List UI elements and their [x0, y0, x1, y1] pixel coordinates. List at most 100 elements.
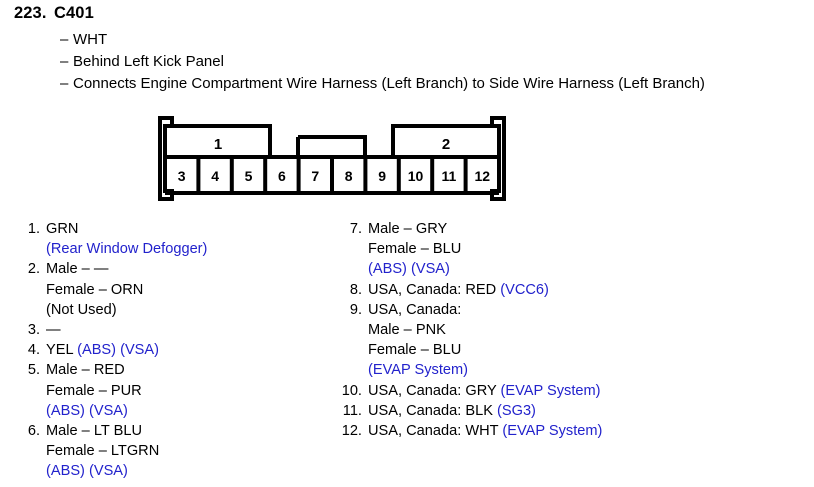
- pin-list-item: 12. USA, Canada: WHT (EVAP System): [336, 421, 796, 441]
- connector-heading: 223. C401: [14, 4, 94, 23]
- pin-list-item: 7. Male – GRY Female – BLU (ABS) (VSA): [336, 219, 796, 280]
- connector-pin-4: 4: [211, 168, 219, 184]
- pin-list-item: 3. —: [18, 320, 318, 340]
- circuit-annotation: (Rear Window Defogger): [46, 241, 208, 258]
- wire-color-text: USA, Canada:: [368, 301, 462, 318]
- pin-list-body: Male – LT BLU Female – LTGRN (ABS) (VSA): [46, 421, 318, 482]
- connector-pin-8: 8: [345, 168, 353, 184]
- circuit-annotation: (EVAP System): [500, 382, 601, 399]
- circuit-annotation: (ABS) (VSA): [46, 463, 128, 480]
- pin-list-line: Male – RED: [46, 360, 318, 380]
- pin-list-number: 2.: [27, 261, 40, 278]
- connector-index: 223.: [14, 4, 47, 22]
- pin-list-item: 11. USA, Canada: BLK (SG3): [336, 401, 796, 421]
- connector-description-line: –WHT: [60, 29, 705, 51]
- pin-list-item: 1.GRN(Rear Window Defogger): [18, 219, 318, 259]
- pin-list-line: (EVAP System): [368, 360, 796, 380]
- pin-list-line: YEL (ABS) (VSA): [46, 340, 318, 360]
- pin-list-line: Female – BLU: [368, 239, 796, 259]
- connector-description-text: Connects Engine Compartment Wire Harness…: [73, 75, 705, 92]
- pin-list-number: 3.: [27, 322, 40, 339]
- wire-color-text: USA, Canada: BLK: [368, 402, 497, 419]
- pin-column-left: 1.GRN(Rear Window Defogger)2.Male – —Fem…: [18, 219, 318, 482]
- connector-pin-7: 7: [311, 168, 319, 184]
- connector-pin-3: 3: [178, 168, 186, 184]
- wire-color-text: USA, Canada: GRY: [368, 382, 501, 399]
- middle-block-outline: [296, 135, 367, 157]
- pin-list-line: —: [46, 320, 318, 340]
- wire-color-text: Male – LT BLU: [46, 423, 142, 440]
- wire-color-text: Female – BLU: [368, 241, 462, 258]
- pin-list-line: (Rear Window Defogger): [46, 239, 318, 259]
- circuit-annotation: (EVAP System): [502, 423, 603, 440]
- wire-color-text: Male – GRY: [368, 221, 448, 237]
- connector-pin-10: 10: [408, 168, 424, 184]
- pin-list-line: (ABS) (VSA): [368, 259, 796, 279]
- pin-list-number: 4.: [27, 342, 40, 359]
- pin-list-body: USA, Canada: RED (VCC6): [368, 280, 796, 300]
- circuit-annotation: (ABS) (VSA): [77, 342, 160, 359]
- pin-list-line: GRN: [46, 219, 318, 239]
- pin-list-number: 5.: [27, 362, 40, 379]
- wire-color-text: Male – RED: [46, 362, 125, 379]
- wire-color-text: USA, Canada: WHT: [368, 423, 503, 440]
- connector-description-text: WHT: [73, 31, 108, 48]
- wire-color-text: USA, Canada: RED: [368, 281, 501, 298]
- pin-list-item: 10. USA, Canada: GRY (EVAP System): [336, 381, 796, 401]
- pin-list-number: 8.: [349, 281, 362, 298]
- page-title: 223. C401: [14, 4, 94, 23]
- connector-description-list: –WHT–Behind Left Kick Panel–Connects Eng…: [60, 29, 705, 95]
- pin-list-number: 10.: [341, 382, 362, 399]
- block1-outline: [165, 124, 272, 157]
- circuit-annotation: (VCC6): [500, 281, 549, 298]
- connector-pin-5: 5: [245, 168, 253, 184]
- pin-list-number: 11.: [342, 402, 362, 419]
- circuit-annotation: (ABS) (VSA): [368, 261, 450, 278]
- pin-list-number: 12.: [341, 423, 362, 440]
- circuit-annotation: (EVAP System): [368, 362, 469, 379]
- bullet-dash-icon: –: [60, 31, 69, 48]
- pin-list-line: USA, Canada:: [368, 300, 796, 320]
- pin-list-number: 7.: [349, 221, 362, 237]
- circuit-annotation: (SG3): [497, 402, 536, 419]
- pin-list-line: (Not Used): [46, 300, 318, 320]
- bullet-dash-icon: –: [60, 53, 69, 70]
- connector-block-label-1: 1: [214, 136, 222, 153]
- pin-list-line: Female – BLU: [368, 340, 796, 360]
- pin-list-line: USA, Canada: BLK (SG3): [368, 401, 796, 421]
- pin-list-line: Female – LTGRN: [46, 441, 318, 461]
- pin-list-body: —: [46, 320, 318, 340]
- connector-description-line: –Connects Engine Compartment Wire Harnes…: [60, 73, 705, 95]
- pin-list-number: 9.: [349, 301, 362, 318]
- connector-description-text: Behind Left Kick Panel: [73, 53, 224, 70]
- pin-list-item: 8. USA, Canada: RED (VCC6): [336, 280, 796, 300]
- pin-list-line: Female – ORN: [46, 280, 318, 300]
- wire-color-text: —: [46, 322, 61, 339]
- wire-color-text: Female – LTGRN: [46, 443, 160, 460]
- wire-color-text: GRN: [46, 221, 79, 237]
- pin-list-line: Male – —: [46, 259, 318, 279]
- wire-color-text: YEL: [46, 342, 78, 359]
- pin-list-line: (ABS) (VSA): [46, 401, 318, 421]
- pin-list-body: USA, Canada: GRY (EVAP System): [368, 381, 796, 401]
- wire-color-text: Male – PNK: [368, 322, 446, 339]
- pin-list-line: USA, Canada: GRY (EVAP System): [368, 381, 796, 401]
- block2-outline: [391, 124, 499, 157]
- wire-color-text: (Not Used): [46, 301, 117, 318]
- pin-list-line: Male – PNK: [368, 320, 796, 340]
- pin-list-item: 4. YEL (ABS) (VSA): [18, 340, 318, 360]
- wire-color-text: Male – —: [46, 261, 109, 278]
- pin-list-body: YEL (ABS) (VSA): [46, 340, 318, 360]
- bullet-dash-icon: –: [60, 75, 69, 92]
- connector-description-line: –Behind Left Kick Panel: [60, 51, 705, 73]
- pin-list-line: (ABS) (VSA): [46, 461, 318, 481]
- pin-list-body: GRN (Rear Window Defogger): [46, 219, 318, 259]
- circuit-annotation: (ABS) (VSA): [46, 402, 128, 419]
- pin-list-line: Male – GRY: [368, 219, 796, 239]
